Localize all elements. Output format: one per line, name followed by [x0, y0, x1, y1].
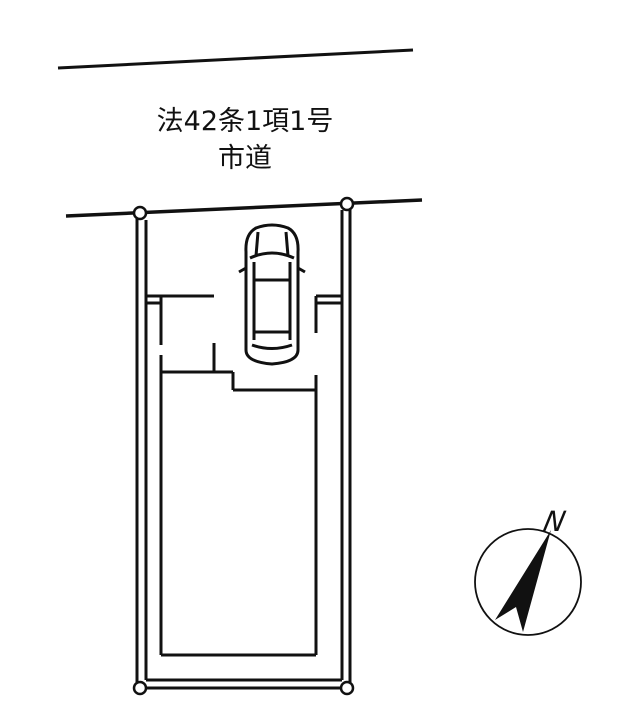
lot-boundary	[135, 204, 352, 690]
car-icon	[238, 223, 306, 366]
road-edge-far	[57, 48, 414, 70]
building-outline	[146, 294, 342, 657]
lot-corner-markers	[132, 196, 355, 696]
road-type-label: 市道	[218, 143, 272, 174]
road-classification-label: 法42条1項1号	[156, 106, 334, 137]
compass-icon	[474, 528, 582, 636]
north-arrow-icon	[495, 530, 551, 632]
road-edge-near	[65, 198, 423, 218]
